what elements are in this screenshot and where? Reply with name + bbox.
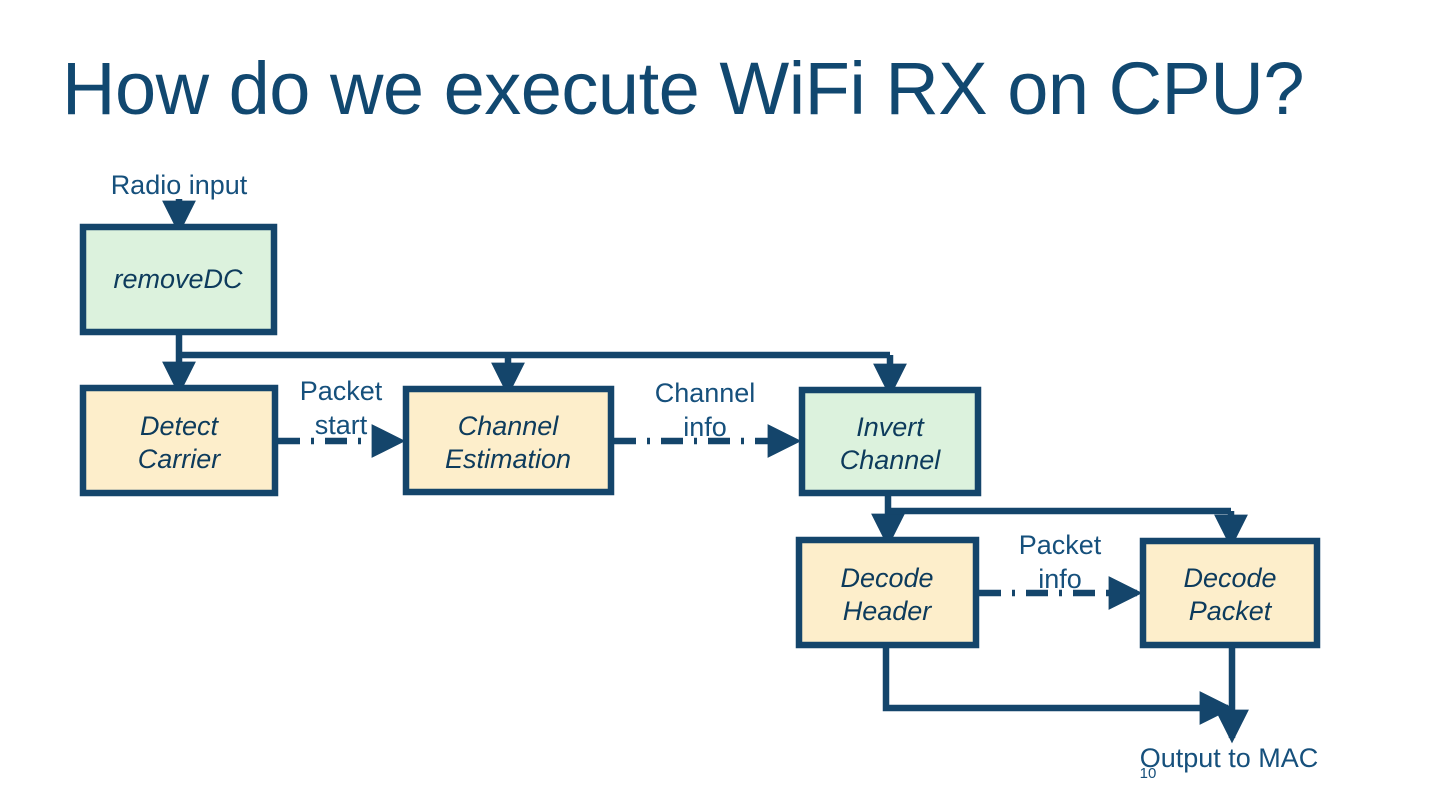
- control-edge-layer: [278, 424, 1143, 610]
- label-channel-info-line2: info: [683, 412, 727, 442]
- block-decode-packet-label-line2: Packet: [1189, 596, 1273, 626]
- block-decode-header-shape: [795, 536, 980, 649]
- block-invert-channel[interactable]: Invert Channel: [798, 386, 982, 497]
- block-detect-carrier-label-line1: Detect: [140, 411, 220, 441]
- label-channel-info-line1: Channel: [655, 378, 756, 408]
- block-layer: removeDC Detect Carrier Channel Estimati…: [79, 223, 1321, 649]
- block-decode-header[interactable]: Decode Header: [795, 536, 980, 649]
- block-invert-channel-shape: [798, 386, 982, 497]
- block-channel-estimation-label-line2: Estimation: [445, 444, 571, 474]
- block-channel-estimation-label-line1: Channel: [458, 411, 560, 441]
- label-packet-info-line2: info: [1038, 564, 1082, 594]
- label-radio-input: Radio input: [111, 170, 248, 200]
- block-invert-channel-label-line2: Channel: [840, 445, 942, 475]
- edge-label-layer: Radio input Packet start Channel info Pa…: [111, 170, 1319, 773]
- block-detect-carrier-label-line2: Carrier: [138, 444, 222, 474]
- block-detect-carrier[interactable]: Detect Carrier: [79, 384, 279, 497]
- label-packet-start-line1: Packet: [300, 376, 383, 406]
- block-removedc-label: removeDC: [113, 264, 243, 294]
- block-decode-packet-label-line1: Decode: [1183, 563, 1276, 593]
- connector-layer: [162, 199, 1249, 744]
- page-number: 10: [1140, 765, 1157, 782]
- block-removedc[interactable]: removeDC: [79, 223, 278, 336]
- label-output-to-mac: Output to MAC: [1140, 743, 1319, 773]
- label-packet-info-line1: Packet: [1019, 530, 1102, 560]
- block-decode-header-label-line1: Decode: [840, 563, 933, 593]
- block-channel-estimation-shape: [402, 385, 615, 496]
- block-decode-packet[interactable]: Decode Packet: [1139, 537, 1321, 649]
- connector-decodehdr-to-output: [882, 645, 1234, 725]
- label-packet-start-line2: start: [315, 410, 368, 440]
- block-invert-channel-label-line1: Invert: [856, 412, 925, 442]
- block-detect-carrier-shape: [79, 384, 279, 497]
- block-decode-packet-shape: [1139, 537, 1321, 649]
- page-title: How do we execute WiFi RX on CPU?: [62, 47, 1304, 130]
- block-removedc-shape: [79, 223, 278, 336]
- block-channel-estimation[interactable]: Channel Estimation: [402, 385, 615, 496]
- block-decode-header-label-line2: Header: [843, 596, 933, 626]
